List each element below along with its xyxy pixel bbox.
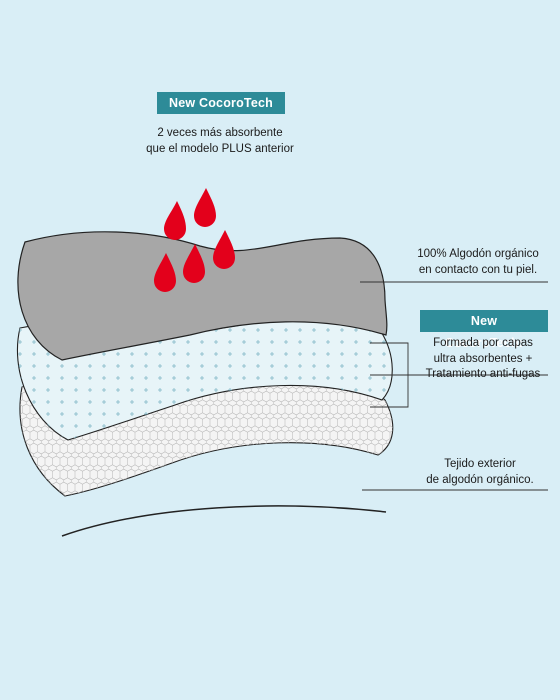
top-layer-label: 100% Algodón orgánico en contacto con tu… <box>408 247 548 278</box>
middle-layer-label-line: ultra absorbentes + <box>433 352 533 365</box>
bracket-line <box>370 342 409 408</box>
water-drops <box>154 188 235 292</box>
bottom-layer-label: Tejido exterior de algodón orgánico. <box>405 457 555 488</box>
pad-edge-curve <box>61 505 387 537</box>
middle-layer-label: Formada por capas ultra absorbentes + Tr… <box>410 336 556 383</box>
middle-layer-label-line: Tratamiento anti-fugas <box>425 368 541 380</box>
top-badge: New CocoroTech <box>157 92 285 114</box>
top-layer-label-line: en contacto con tu piel. <box>418 263 538 276</box>
bottom-layer-label-line: de algodón orgánico. <box>426 473 534 486</box>
bottom-layer-label-line: Tejido exterior <box>444 458 516 470</box>
drop-icon <box>213 230 235 269</box>
top-layer-label-line: 100% Algodón orgánico <box>417 248 539 260</box>
drop-icon <box>154 253 176 292</box>
top-caption-line: 2 veces más absorbente <box>157 127 283 139</box>
top-caption: 2 veces más absorbente que el modelo PLU… <box>120 126 320 157</box>
top-layer-shape <box>17 231 388 361</box>
middle-layer-label-line: Formada por capas <box>433 337 533 349</box>
top-caption-line: que el modelo PLUS anterior <box>146 142 294 155</box>
drop-icon <box>194 188 216 227</box>
middle-badge: New CocoroTech: <box>420 310 548 350</box>
drop-icon <box>183 244 205 283</box>
drop-icon <box>164 201 186 240</box>
